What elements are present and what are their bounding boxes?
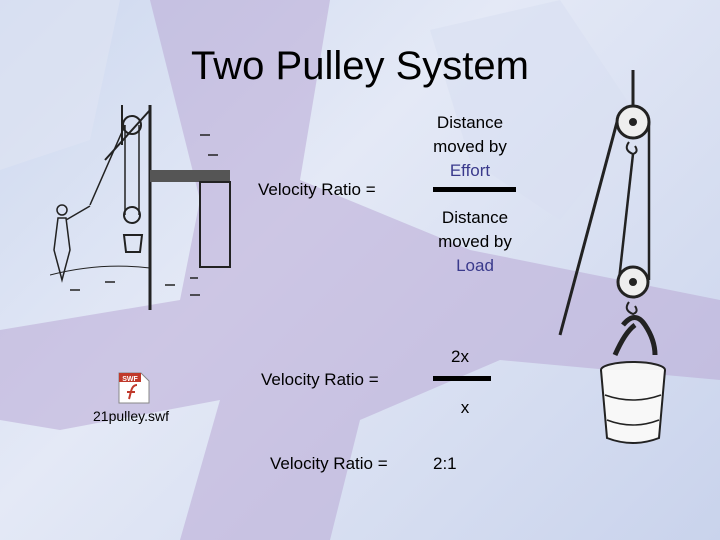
fraction2-bar — [433, 376, 491, 381]
denominator-line-1: Distance — [441, 208, 509, 227]
denominator-line-2: moved by — [438, 232, 512, 251]
numerator-line-1: Distance — [436, 113, 504, 132]
slide-title: Two Pulley System — [191, 44, 529, 88]
fraction2-numerator: 2x — [451, 347, 469, 366]
fraction1-bar — [433, 187, 516, 192]
denominator-line-3: Load — [456, 256, 494, 275]
swf-filename[interactable]: 21pulley.swf — [93, 408, 170, 424]
velocity-ratio-label-1: Velocity Ratio = — [258, 180, 376, 199]
numerator-line-3: Effort — [449, 161, 491, 180]
velocity-ratio-label-2: Velocity Ratio = — [261, 370, 379, 389]
velocity-ratio-label-3: Velocity Ratio = — [270, 454, 388, 473]
swf-file-icon[interactable]: SWF — [117, 371, 153, 405]
well-pulley-illustration — [50, 105, 231, 310]
two-pulley-bucket-illustration — [558, 70, 666, 444]
fraction1-denominator: Distance moved by Load — [420, 206, 530, 278]
result-ratio: 2:1 — [433, 454, 457, 473]
fraction2-denominator: x — [460, 398, 470, 417]
swf-badge: SWF — [122, 376, 138, 383]
fraction1-numerator: Distance moved by Effort — [415, 111, 525, 183]
numerator-line-2: moved by — [433, 137, 507, 156]
